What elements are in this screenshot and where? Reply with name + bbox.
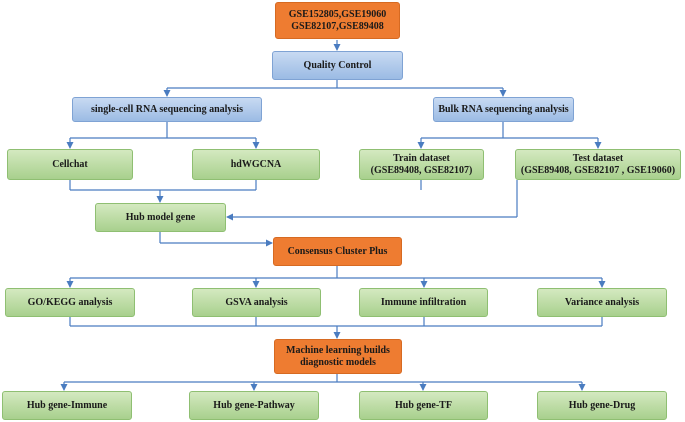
node-variance-analysis: Variance analysis — [537, 288, 667, 317]
node-hub-gene-pathway: Hub gene-Pathway — [189, 391, 319, 420]
node-consensus-cluster: Consensus Cluster Plus — [273, 237, 402, 266]
node-gsva-analysis: GSVA analysis — [192, 288, 321, 317]
node-hdwgcna: hdWGCNA — [192, 149, 320, 180]
node-hub-gene-immune: Hub gene-Immune — [2, 391, 132, 420]
node-test-dataset: Test dataset (GSE89408, GSE82107 , GSE19… — [515, 149, 681, 180]
node-machine-learning: Machine learning builds diagnostic model… — [274, 339, 402, 374]
node-hub-model-gene: Hub model gene — [95, 203, 226, 232]
node-immune-infiltration: Immune infiltration — [359, 288, 488, 317]
node-bulk-rna-analysis: Bulk RNA sequencing analysis — [433, 97, 574, 122]
node-quality-control: Quality Control — [272, 51, 403, 80]
node-train-dataset: Train dataset (GSE89408, GSE82107) — [359, 149, 484, 180]
node-datasets: GSE152805,GSE19060 GSE82107,GSE89408 — [275, 2, 400, 39]
node-cellchat: Cellchat — [7, 149, 133, 180]
node-hub-gene-drug: Hub gene-Drug — [537, 391, 667, 420]
node-go-kegg-analysis: GO/KEGG analysis — [5, 288, 135, 317]
node-hub-gene-tf: Hub gene-TF — [359, 391, 488, 420]
node-single-cell-analysis: single-cell RNA sequencing analysis — [72, 97, 262, 122]
